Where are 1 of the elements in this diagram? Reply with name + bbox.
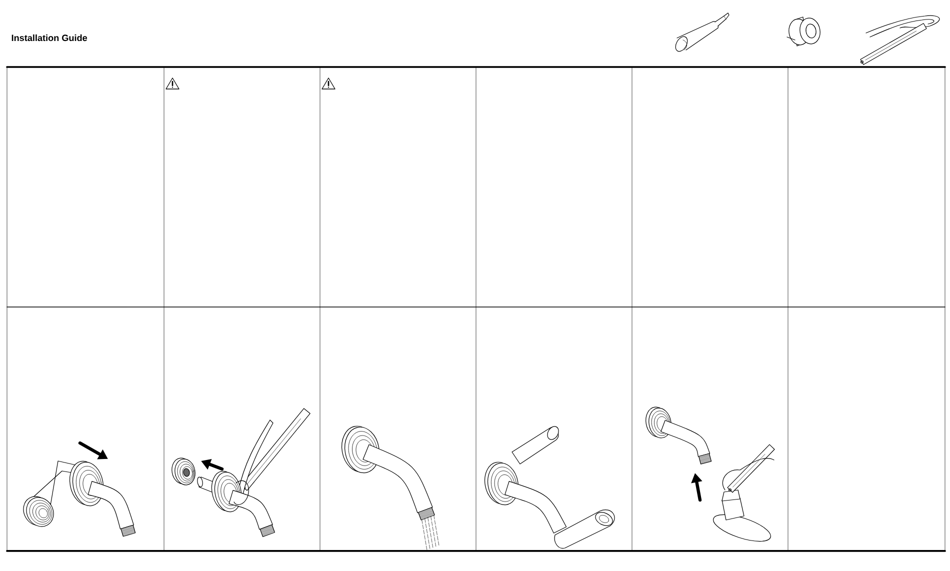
heading: Installation Guide xyxy=(12,34,88,42)
